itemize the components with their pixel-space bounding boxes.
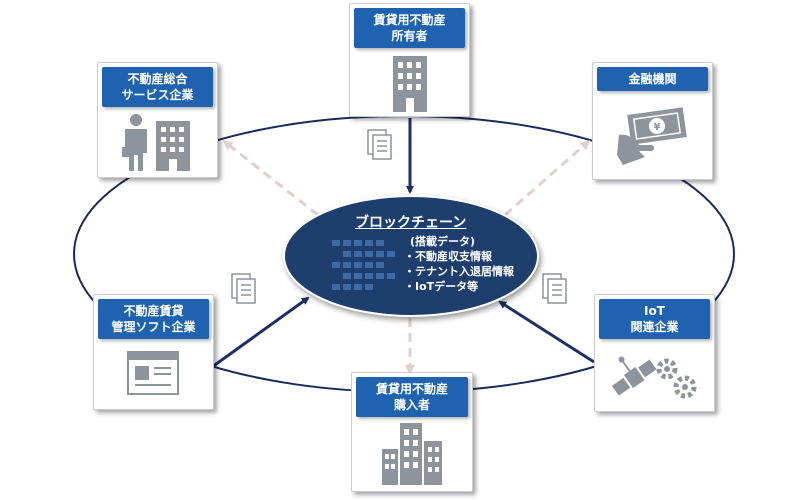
node-finance-label-line1: 金融機関 bbox=[628, 72, 677, 86]
node-services-header: 不動産総合 サービス企業 bbox=[102, 67, 213, 107]
node-iot: IoT 関連企業 bbox=[594, 294, 715, 412]
svg-text:¥: ¥ bbox=[654, 122, 661, 133]
node-owner-header: 賃貸用不動産 所有者 bbox=[354, 8, 465, 48]
node-software: 不動産賃貸 管理ソフト企業 bbox=[93, 294, 214, 410]
node-iot-label-line1: IoT bbox=[644, 304, 665, 318]
office-building-icon bbox=[393, 56, 427, 112]
data-heading: (搭載データ) bbox=[410, 235, 476, 248]
data-item-income: ・不動産収支情報 bbox=[404, 250, 492, 263]
arrow-to-services bbox=[222, 140, 319, 217]
node-owner-label-line1: 賃貸用不動産 bbox=[373, 13, 446, 27]
node-services: 不動産総合 サービス企業 bbox=[97, 62, 218, 178]
application-window-icon bbox=[127, 351, 179, 395]
document-icon bbox=[542, 273, 567, 304]
node-buyer-header: 賃貸用不動産 購入者 bbox=[356, 377, 468, 417]
node-iot-label-line2: 関連企業 bbox=[630, 320, 679, 334]
node-iot-header: IoT 関連企業 bbox=[599, 299, 710, 339]
document-icon bbox=[231, 273, 256, 304]
node-owner: 賃貸用不動産 所有者 bbox=[349, 3, 470, 117]
node-buyer-label-line1: 賃貸用不動産 bbox=[375, 382, 448, 396]
node-buyer: 賃貸用不動産 購入者 bbox=[351, 372, 473, 492]
node-services-label-line1: 不動産総合 bbox=[127, 72, 188, 86]
blockchain-title: ブロックチェーン bbox=[355, 215, 467, 231]
data-item-iot: ・IoTデータ等 bbox=[404, 280, 479, 293]
satellite-gears-icon bbox=[611, 356, 697, 399]
chain-blocks-icon bbox=[332, 240, 395, 290]
arrow-to-finance bbox=[504, 140, 591, 217]
node-software-label-line2: 管理ソフト企業 bbox=[111, 320, 196, 334]
city-buildings-icon bbox=[382, 423, 442, 485]
node-owner-label-line2: 所有者 bbox=[391, 29, 428, 43]
node-software-header: 不動産賃貸 管理ソフト企業 bbox=[98, 299, 209, 339]
businessman-building-icon bbox=[122, 114, 190, 171]
node-buyer-label-line2: 購入者 bbox=[393, 398, 430, 412]
node-finance: 金融機関 ¥ bbox=[592, 62, 713, 180]
hand-money-icon: ¥ bbox=[617, 107, 687, 165]
arrow-from-iot bbox=[498, 300, 595, 364]
node-services-label-line2: サービス企業 bbox=[121, 88, 194, 102]
arrow-from-software bbox=[211, 296, 310, 369]
node-software-label-line1: 不動産賃貸 bbox=[123, 304, 184, 318]
node-finance-header: 金融機関 bbox=[597, 67, 708, 91]
document-icon bbox=[367, 129, 392, 160]
data-item-tenant: ・テナント入退居情報 bbox=[404, 265, 514, 278]
